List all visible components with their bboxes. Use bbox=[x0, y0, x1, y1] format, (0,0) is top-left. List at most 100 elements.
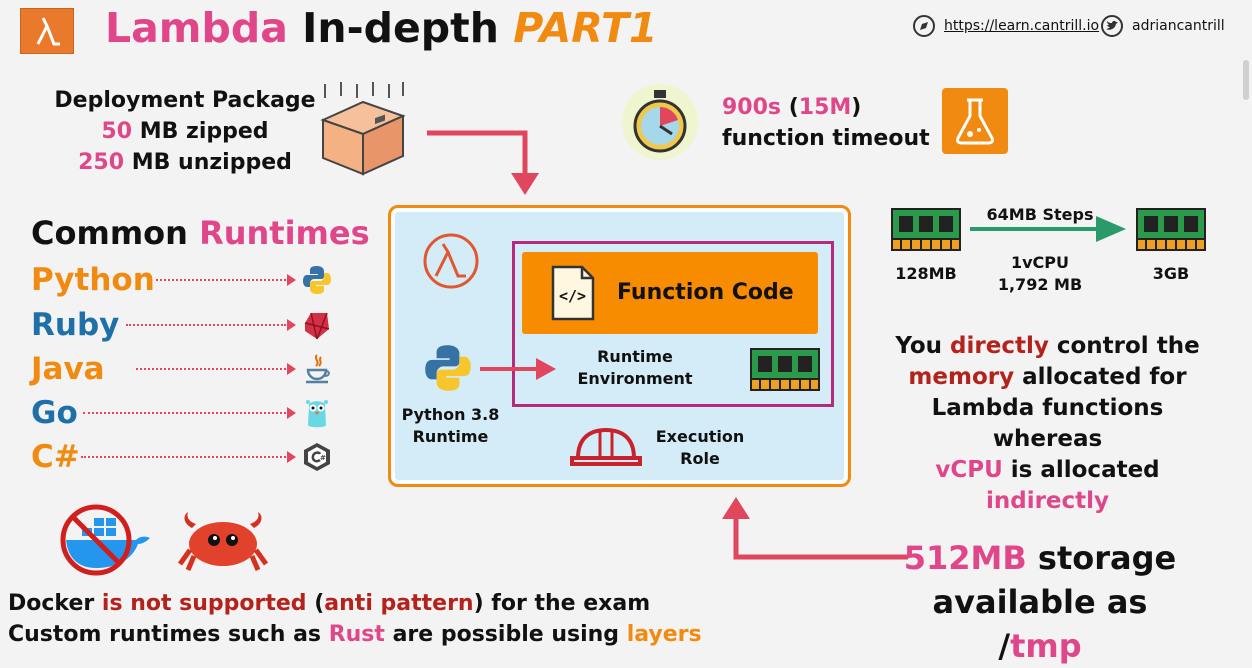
memory-chip-small-icon bbox=[891, 208, 961, 251]
deployment-line1: Deployment Package bbox=[54, 88, 316, 113]
vcpu-label: 1vCPU 1,792 MB bbox=[980, 252, 1100, 296]
layers-word: layers bbox=[626, 622, 702, 647]
execution-role-label: Execution Role bbox=[640, 426, 760, 470]
deployment-line3: 250 MB unzipped bbox=[40, 147, 330, 178]
beaker-icon bbox=[942, 88, 1008, 154]
memory-chip-large-icon bbox=[1136, 208, 1206, 251]
note-w3: control the bbox=[1056, 333, 1200, 359]
header-twitter-link[interactable]: adriancantrill bbox=[1100, 14, 1225, 38]
twitter-handle-text[interactable]: adriancantrill bbox=[1132, 18, 1225, 34]
memory-steps-label: 64MB Steps bbox=[986, 205, 1094, 224]
note-w7: vCPU bbox=[935, 457, 1003, 483]
runtime-row-csharp: C# # bbox=[31, 437, 351, 477]
deployment-line2: 50 MB zipped bbox=[40, 116, 330, 147]
timeout-text: 900s (15M) function timeout bbox=[722, 92, 930, 154]
memory-steps-arrow-icon bbox=[970, 216, 1126, 242]
note-w9: indirectly bbox=[985, 488, 1110, 514]
storage-text: 512MB storage available as /tmp bbox=[895, 536, 1185, 668]
storage-size: 512MB bbox=[903, 539, 1027, 577]
python-to-runtime-arrow-icon bbox=[480, 358, 556, 380]
java-icon bbox=[306, 354, 330, 384]
docker-line2: Custom runtimes such as Rust are possibl… bbox=[8, 619, 702, 650]
zipped-value: 50 bbox=[101, 119, 133, 144]
title-word-lambda: Lambda bbox=[105, 4, 288, 52]
runtimes-title-a: Common bbox=[31, 214, 188, 252]
docker-for-exam: ) for the exam bbox=[473, 591, 651, 616]
vcpu-line2: 1,792 MB bbox=[997, 275, 1083, 294]
csharp-icon: # bbox=[304, 443, 330, 471]
runtime-label: Go bbox=[31, 395, 78, 431]
docker-rust-text: Docker is not supported (anti pattern) f… bbox=[8, 588, 702, 650]
note-line3: Lambda functions whereas bbox=[931, 395, 1164, 452]
runtime-env-line1: Runtime bbox=[597, 347, 673, 366]
timeout-paren-open: ( bbox=[788, 95, 799, 120]
runtime-row-ruby: Ruby bbox=[31, 305, 351, 345]
storage-word: storage bbox=[1037, 539, 1177, 577]
go-gopher-icon bbox=[306, 400, 328, 428]
header-website-link[interactable]: https://learn.cantrill.io bbox=[912, 14, 1099, 38]
note-line1: You directly control the bbox=[880, 331, 1215, 362]
compass-icon bbox=[913, 15, 935, 37]
page-title: Lambda In-depth PART1 bbox=[105, 4, 657, 52]
storage-arrow-icon bbox=[722, 497, 908, 560]
python-rt-line2: Runtime bbox=[412, 427, 489, 446]
runtime-environment-label: Runtime Environment bbox=[565, 346, 705, 390]
docker-word: Docker bbox=[8, 591, 95, 616]
aws-lambda-logo-icon bbox=[20, 8, 74, 54]
runtime-env-line2: Environment bbox=[577, 369, 693, 388]
note-line2: memory allocated for bbox=[880, 362, 1215, 393]
python-icon bbox=[303, 266, 331, 294]
note-w2: directly bbox=[950, 333, 1049, 359]
note-w1: You bbox=[895, 333, 943, 359]
docker-paren-open: ( bbox=[314, 591, 325, 616]
runtime-label: C# bbox=[31, 439, 80, 475]
runtime-environment-box bbox=[512, 241, 834, 407]
ruby-icon bbox=[304, 312, 330, 340]
vcpu-line1: 1vCPU bbox=[1010, 253, 1070, 272]
runtime-row-java: Java bbox=[31, 349, 351, 389]
stopwatch-icon bbox=[622, 84, 698, 160]
zipped-label: MB zipped bbox=[139, 119, 269, 144]
runtime-row-go: Go bbox=[31, 393, 351, 433]
runtime-row-python: Python bbox=[31, 260, 351, 300]
timeout-line1: 900s (15M) bbox=[722, 92, 930, 123]
custom-runtimes-text: Custom runtimes such as bbox=[8, 622, 322, 647]
memory-control-note: You directly control the memory allocate… bbox=[880, 331, 1215, 517]
runtime-label: Python bbox=[31, 262, 155, 298]
docker-not-supported-icon bbox=[60, 504, 150, 576]
website-url-text[interactable]: https://learn.cantrill.io bbox=[944, 18, 1100, 34]
scrollbar-thumb[interactable] bbox=[1243, 60, 1249, 100]
docker-anti-pattern: anti pattern bbox=[324, 591, 474, 616]
docker-line1: Docker is not supported (anti pattern) f… bbox=[8, 588, 702, 619]
timeout-paren-close: ) bbox=[851, 95, 862, 120]
package-box-icon bbox=[320, 82, 406, 176]
title-word-in-depth: In-depth bbox=[302, 4, 499, 52]
exec-role-line2: Role bbox=[680, 449, 720, 468]
note-w8: is allocated bbox=[1010, 457, 1160, 483]
docker-not-supported: is not supported bbox=[101, 591, 307, 616]
storage-line1: 512MB storage bbox=[895, 536, 1185, 580]
storage-tmp: tmp bbox=[1010, 627, 1082, 665]
twitter-icon bbox=[1101, 15, 1123, 37]
code-file-icon: </> bbox=[551, 265, 595, 321]
note-line4: vCPU is allocated indirectly bbox=[880, 455, 1215, 517]
possible-using-text: are possible using bbox=[392, 622, 620, 647]
rust-word: Rust bbox=[328, 622, 385, 647]
python-runtime-icon bbox=[425, 345, 471, 391]
common-runtimes-heading: Common Runtimes bbox=[31, 214, 370, 252]
timeout-line2: function timeout bbox=[722, 126, 930, 151]
title-word-part1: PART1 bbox=[513, 4, 658, 52]
function-code-block: </> Function Code bbox=[522, 252, 818, 334]
function-code-label: Function Code bbox=[617, 280, 794, 305]
runtime-label: Ruby bbox=[31, 307, 120, 343]
svg-text:</>: </> bbox=[559, 287, 586, 305]
runtimes-title-b: Runtimes bbox=[199, 214, 370, 252]
python-runtime-label: Python 3.8 Runtime bbox=[398, 404, 503, 448]
memory-max-label: 3GB bbox=[1152, 264, 1190, 283]
python-rt-line1: Python 3.8 bbox=[401, 405, 500, 424]
deployment-package-text: Deployment Package 50 MB zipped 250 MB u… bbox=[40, 85, 330, 178]
storage-line2: available as /tmp bbox=[895, 580, 1185, 668]
runtime-label: Java bbox=[31, 351, 105, 387]
storage-available: available as / bbox=[932, 583, 1148, 665]
unzipped-label: MB unzipped bbox=[131, 150, 292, 175]
